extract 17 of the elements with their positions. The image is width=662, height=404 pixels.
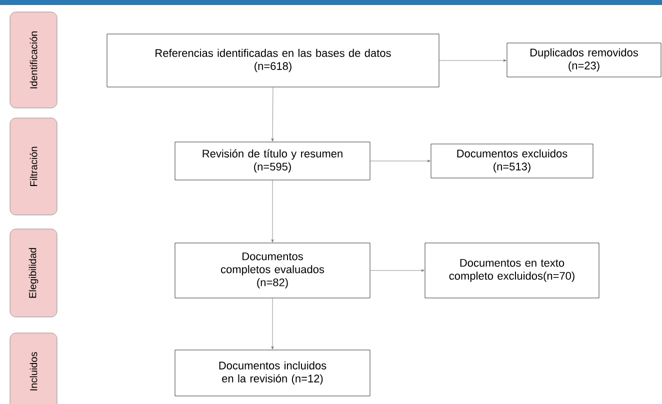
process-box: Documentos completos evaluados (n=82): [174, 242, 370, 298]
process-box: Documentos en texto completo excluidos(n=70): [424, 242, 600, 298]
arrow: [370, 160, 430, 162]
process-box: Documentos incluidos en la revisión (n=12): [174, 350, 370, 396]
arrow: [271, 180, 274, 242]
arrow: [271, 87, 274, 142]
process-box: Documentos excluidos (n=513): [430, 144, 594, 178]
phase-label: Filtración: [10, 118, 58, 216]
arrow: [271, 298, 274, 350]
phase-label: Elegibilidad: [10, 228, 58, 318]
phase-label: Incluidos: [10, 332, 58, 404]
phase-label: Identificación: [10, 12, 58, 108]
arrow: [370, 269, 424, 272]
process-box: Duplicados removidos (n=23): [506, 42, 662, 78]
process-box: Referencias identificadas en las bases de datos (n=618): [106, 34, 440, 88]
arrow: [439, 59, 506, 62]
process-box: Revisión de título y resumen (n=595): [174, 142, 370, 180]
